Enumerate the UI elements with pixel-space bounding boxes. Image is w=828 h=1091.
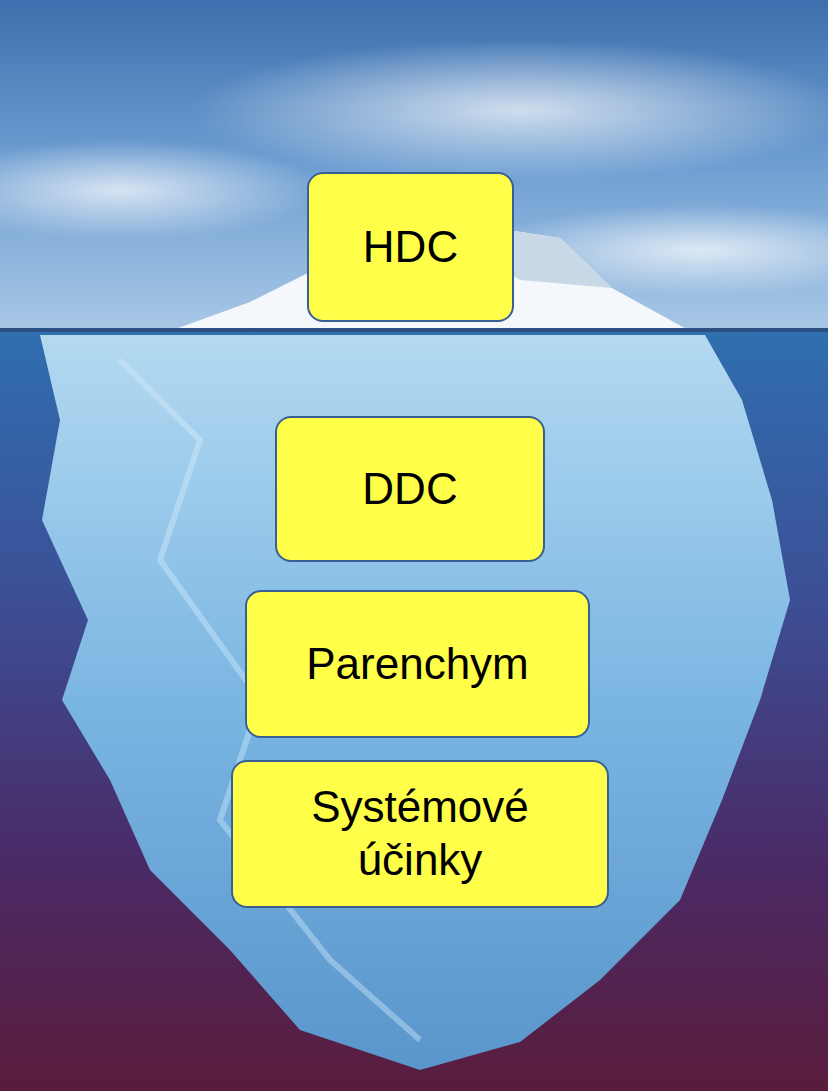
box-label: Parenchym — [306, 638, 529, 691]
box-text: Parenchym — [306, 638, 529, 691]
label-box: Parenchym — [245, 590, 590, 738]
label-box: HDC — [307, 172, 514, 322]
box-text: Systémové účinky — [247, 781, 593, 887]
box-text: HDC — [363, 221, 458, 274]
box-label: DDC — [362, 463, 457, 516]
box-label: Systémové účinky — [247, 781, 593, 887]
label-box: DDC — [275, 416, 545, 562]
label-box: Systémové účinky — [231, 760, 609, 908]
box-text: DDC — [362, 463, 457, 516]
box-label: HDC — [363, 221, 458, 274]
